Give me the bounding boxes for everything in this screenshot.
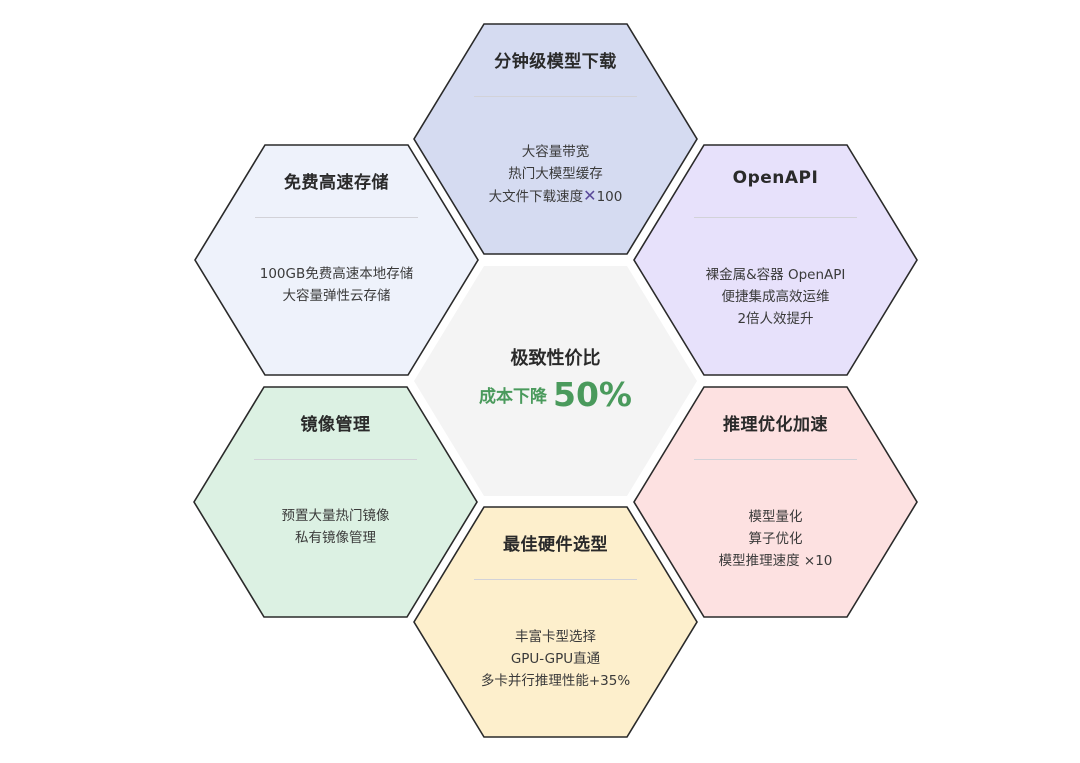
feature-line: 100GB免费高速本地存储 [259, 266, 414, 282]
feature-line: 便捷集成高效运维 [721, 289, 830, 305]
feature-line: 裸金属&容器 OpenAPI [705, 267, 846, 283]
feature-line: 算子优化 [748, 531, 803, 547]
hex-free-storage: 免费高速存储 100GB免费高速本地存储 大容量弹性云存储 [194, 144, 479, 376]
hex-title: 推理优化加速 [723, 415, 828, 435]
hexagon-shape [194, 144, 479, 376]
feature-line: 私有镜像管理 [295, 530, 376, 546]
cost-reduction-value: 50% [553, 375, 632, 414]
hex-openapi: OpenAPI 裸金属&容器 OpenAPI 便捷集成高效运维 2倍人效提升 [633, 144, 918, 376]
hex-title: 最佳硬件选型 [503, 535, 608, 555]
hexagon-shape [413, 23, 698, 255]
hex-cost-performance: 极致性价比 成本下降 50% [413, 265, 698, 497]
hexagon-shape [414, 266, 697, 496]
hex-title: 免费高速存储 [284, 173, 389, 193]
hex-hardware-selection: 最佳硬件选型 丰富卡型选择 GPU-GPU直通 多卡并行推理性能+35% [413, 506, 698, 738]
hex-title: 分钟级模型下载 [494, 52, 617, 72]
divider [474, 579, 637, 580]
divider [254, 459, 417, 460]
feature-line: 大容量带宽 [521, 144, 590, 160]
divider [474, 96, 637, 97]
feature-line: 多卡并行推理性能+35% [480, 673, 631, 689]
cost-reduction: 成本下降 50% [413, 375, 698, 414]
hexagon-shape [633, 144, 918, 376]
divider [255, 217, 418, 218]
hex-image-management: 镜像管理 预置大量热门镜像 私有镜像管理 [193, 386, 478, 618]
divider [694, 459, 857, 460]
divider [694, 217, 857, 218]
hexagon-shape [193, 386, 478, 618]
feature-line: GPU-GPU直通 [510, 651, 601, 667]
hex-title: 镜像管理 [300, 415, 371, 435]
hexagon-shape [413, 506, 698, 738]
feature-line: 大容量弹性云存储 [282, 288, 391, 304]
center-title: 极致性价比 [510, 348, 601, 369]
feature-line: 模型量化 [748, 509, 803, 525]
feature-line: 2倍人效提升 [737, 311, 814, 327]
multiply-icon: ✕ [583, 186, 597, 205]
feature-line: 丰富卡型选择 [515, 629, 596, 645]
feature-line: 大文件下载速度✕100 [488, 186, 623, 205]
hexagon-shape [633, 386, 918, 618]
hex-title: OpenAPI [732, 168, 819, 188]
hex-model-download: 分钟级模型下载 大容量带宽 热门大模型缓存 大文件下载速度✕100 [413, 23, 698, 255]
feature-line: 热门大模型缓存 [508, 166, 603, 182]
feature-line: 预置大量热门镜像 [281, 508, 390, 524]
cost-reduction-label: 成本下降 [479, 387, 547, 407]
feature-line: 模型推理速度 ×10 [718, 553, 833, 569]
hex-inference-acceleration: 推理优化加速 模型量化 算子优化 模型推理速度 ×10 [633, 386, 918, 618]
